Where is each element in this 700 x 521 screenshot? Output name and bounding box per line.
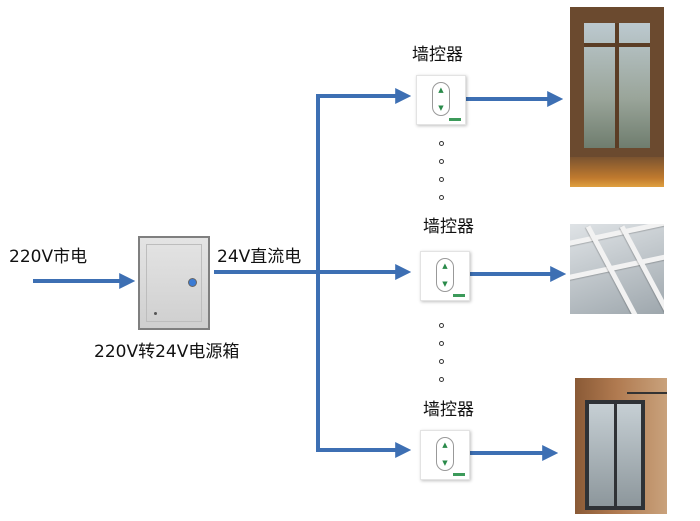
wall-controller-icon [420, 251, 470, 301]
wall-controller-label-top: 墙控器 [412, 45, 463, 65]
curtain-window-photo [575, 378, 667, 514]
ellipsis-dots-lower [436, 323, 446, 382]
window-photo [570, 7, 664, 187]
ellipsis-dots-upper [436, 141, 446, 200]
power-box-lock [188, 278, 197, 287]
dc-label: 24V直流电 [217, 247, 302, 267]
wall-controller-icon [416, 75, 466, 125]
wall-controller-icon [420, 430, 470, 480]
wall-controller-label-mid: 墙控器 [423, 217, 474, 237]
skylight-photo [570, 224, 664, 314]
power-box-icon [138, 236, 210, 330]
mains-label: 220V市电 [9, 247, 88, 267]
power-box-label: 220V转24V电源箱 [94, 342, 240, 362]
wall-controller-label-bot: 墙控器 [423, 400, 474, 420]
